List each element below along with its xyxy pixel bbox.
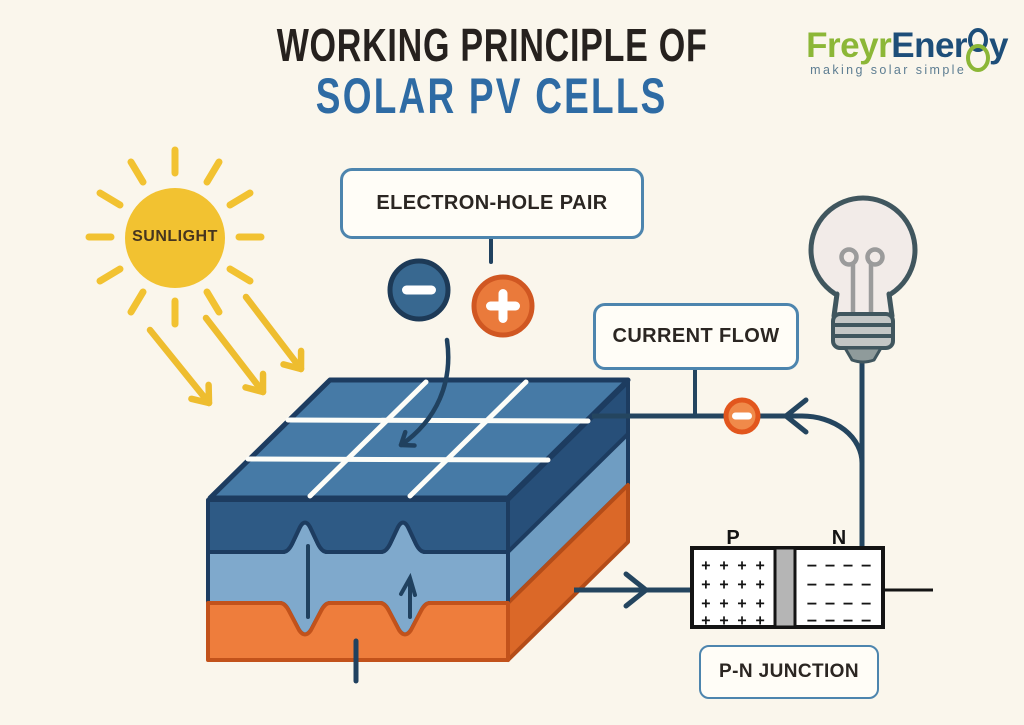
logo-word-blue: Ener (891, 26, 968, 65)
panel-front-dark-layer (206, 498, 510, 554)
svg-text:– – – –: – – – – (807, 611, 871, 629)
minus-icon (402, 285, 436, 295)
solar-panel-illustration (206, 377, 631, 684)
sun-rays (85, 146, 265, 328)
panel-front-orange-layer (206, 601, 510, 662)
electron-carrier (723, 397, 761, 435)
logo-tagline: making solar simple (810, 63, 967, 77)
hole-circle (471, 274, 535, 338)
sun-icon (125, 188, 225, 288)
logo-word-green: Freyr (806, 26, 892, 65)
panel-field-marks (306, 544, 417, 619)
page-title: WORKING PRINCIPLE OF SOLAR PV CELLS (182, 19, 802, 124)
n-region-label: N (832, 527, 846, 549)
svg-text:– – – –: – – – – (807, 594, 871, 612)
logo-eight-icon (966, 28, 991, 72)
p-region-label: P (726, 527, 739, 549)
current-flow-label-box: CURRENT FLOW (593, 303, 799, 370)
page-title-line2: SOLAR PV CELLS (316, 67, 668, 124)
bulb-tip (843, 346, 883, 364)
photon-arrow (398, 337, 451, 448)
logo-word-tail: y (989, 26, 1008, 65)
panel-grid-lines (245, 379, 591, 499)
light-bulb-icon (808, 195, 918, 364)
bulb-base (831, 312, 895, 350)
electron-hole-pair-label-box: ELECTRON-HOLE PAIR (340, 168, 644, 239)
pn-junction-diagram: P N + + + + + + + + + + + + + + + + – – … (690, 527, 933, 629)
svg-text:+ + + +: + + + + (701, 575, 764, 593)
pn-junction-label-box: P-N JUNCTION (699, 645, 879, 699)
sun-label: SUNLIGHT (132, 228, 218, 245)
carrier-minus-icon (732, 412, 752, 420)
svg-text:+ + + +: + + + + (701, 611, 764, 629)
svg-text:+ + + +: + + + + (701, 594, 764, 612)
current-direction-arrow (783, 397, 809, 435)
junction-input-arrow (623, 571, 649, 609)
sunlight-arrows (146, 293, 305, 407)
page-title-line1: WORKING PRINCIPLE OF (276, 19, 708, 71)
svg-text:+ + + +: + + + + (701, 556, 764, 574)
p-region-charges: + + + + + + + + + + + + + + + + (701, 556, 764, 629)
current-wire (592, 413, 865, 464)
electron-circle (387, 258, 451, 322)
n-region-charges: – – – – – – – – – – – – – – – – (807, 556, 871, 629)
bulb-filament (839, 247, 885, 314)
svg-text:– – – –: – – – – (807, 575, 871, 593)
svg-text:– – – –: – – – – (807, 556, 871, 574)
plus-icon-v (498, 289, 508, 323)
depletion-strip (773, 546, 797, 629)
